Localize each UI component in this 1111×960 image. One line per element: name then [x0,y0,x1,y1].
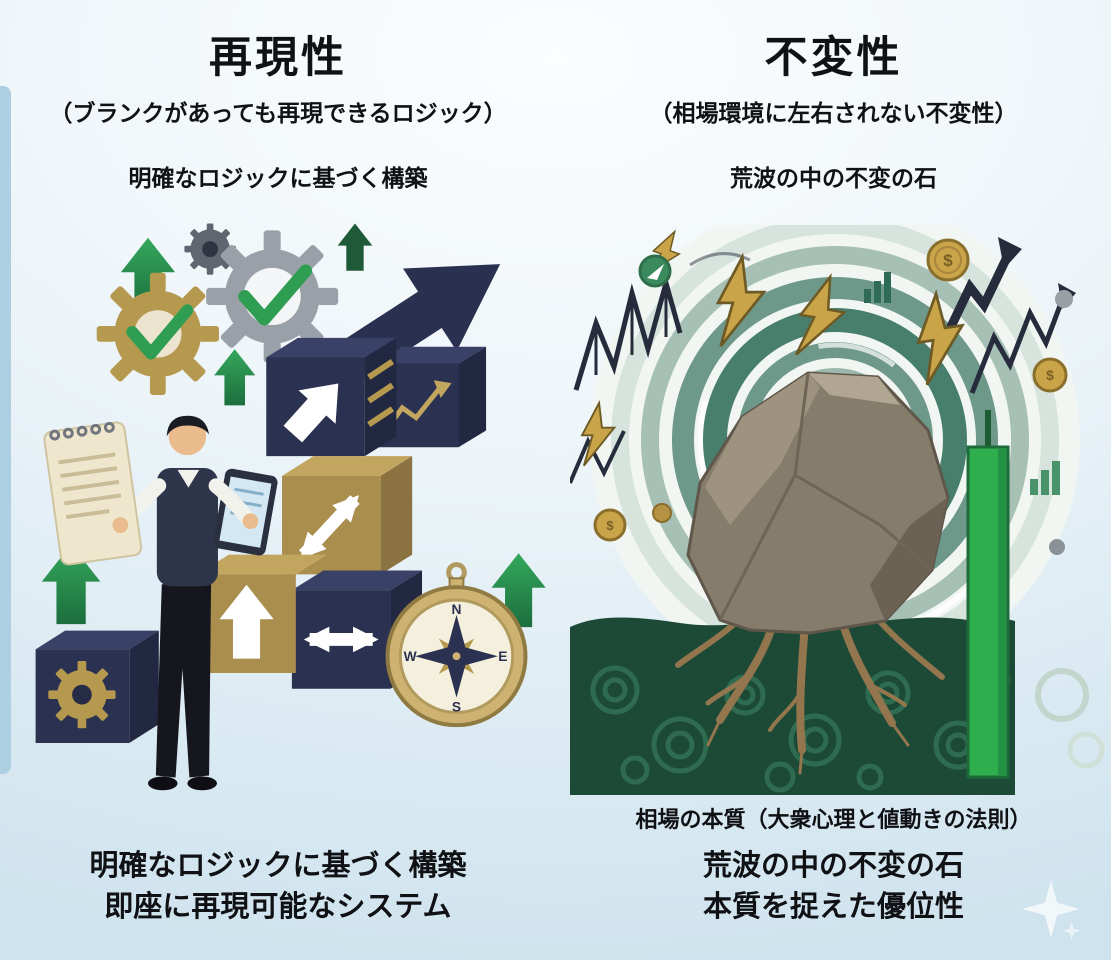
left-bottom-line2: 即座に再現可能なシステム [104,891,452,923]
immutability-illustration: $ $ $ [570,225,1110,795]
step-cubes [35,337,487,743]
reproducibility-illustration: N E S W [8,222,560,844]
compass-letter-e: E [498,649,507,664]
rock-figure [686,371,950,635]
compass-icon: N E S W [385,562,528,728]
check-icon [238,264,313,326]
dot-icon [1049,290,1073,555]
compass-letter-n: N [452,602,462,617]
notepad-icon [43,421,143,566]
right-bottom-line2: 本質を捉えた優位性 [702,891,964,923]
left-edge-accent-bar [0,86,11,774]
compass-letter-w: W [404,649,417,664]
essence-label: 相場の本質（大衆心理と値動きの法則） [635,807,1032,832]
right-bottom-line1: 荒波の中の不変の石 [702,850,964,882]
gear-icon [96,223,339,395]
compass-letter-s: S [452,699,461,714]
ground-figure [570,617,1105,795]
right-subtitle: （相場環境に左右されない不変性） [649,100,1018,126]
candlestick-icon [966,410,1010,779]
check-icon [126,304,194,360]
badge-icon [638,254,672,288]
left-caption: 明確なロジックに基づく構築 [128,165,428,191]
panel-reproducibility: 再現性 （ブランクがあっても再現できるロジック） 明確なロジックに基づく構築 [35,34,546,923]
panel-immutability: 不変性 （相場環境に左右されない不変性） 荒波の中の不変の石 [556,0,1111,960]
immutability-art: $ $ $ [570,225,1105,795]
bar-chart-icon [864,272,1060,495]
svg-text:$: $ [943,251,953,270]
right-title: 不変性 [764,34,903,82]
left-title: 再現性 [209,34,347,82]
reproducibility-art: N E S W [35,223,546,791]
gear-icon [48,661,116,729]
left-subtitle: （ブランクがあっても再現できるロジック） [49,100,507,126]
coin-icon: $ $ $ [593,238,1068,542]
svg-text:$: $ [606,518,614,533]
sparkle-icon [1018,876,1084,942]
right-caption: 荒波の中の不変の石 [730,165,937,191]
person-figure [43,415,278,791]
svg-text:$: $ [1046,367,1054,383]
left-bottom-line1: 明確なロジックに基づく構築 [89,850,467,882]
